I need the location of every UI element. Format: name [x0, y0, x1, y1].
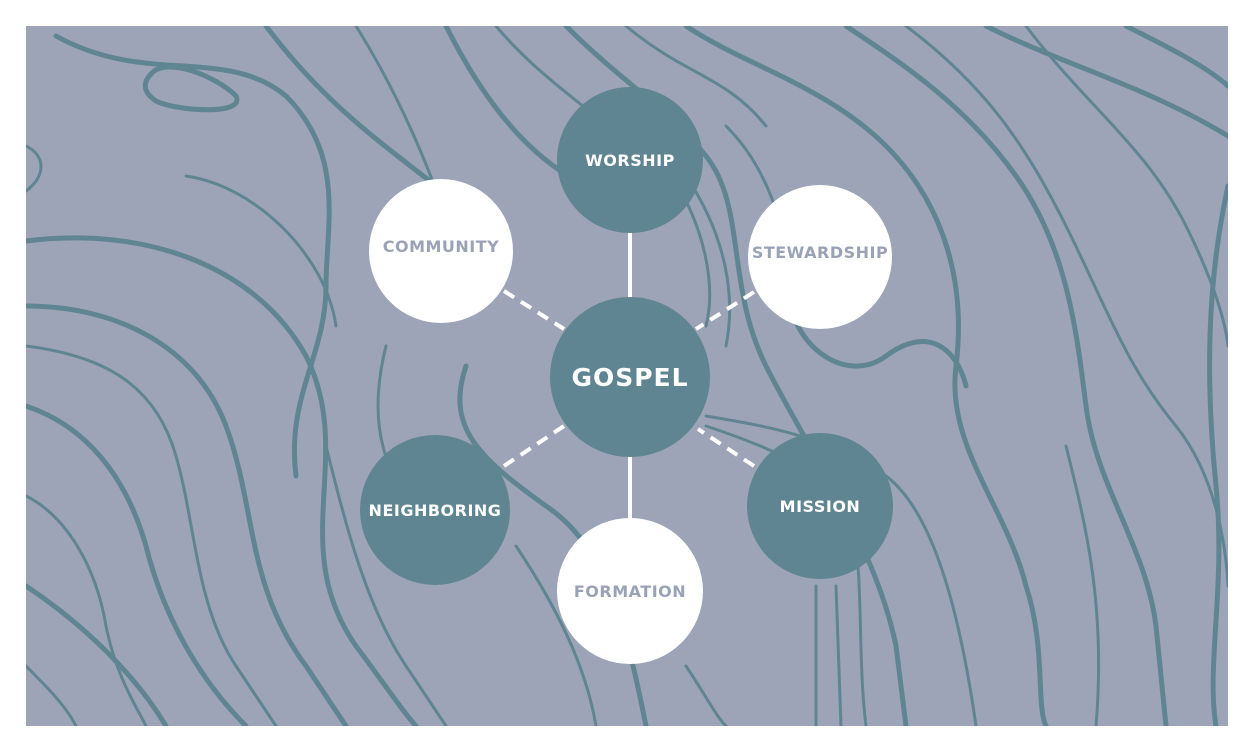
stewardship-node: STEWARDSHIP: [748, 185, 892, 329]
connector-neighboring: [502, 424, 566, 468]
formation-node: FORMATION: [557, 518, 703, 664]
community-node: COMMUNITY: [369, 179, 513, 323]
worship-label: WORSHIP: [585, 150, 675, 170]
connector-mission: [696, 427, 756, 468]
gospel-label: GOSPEL: [571, 362, 689, 392]
connector-community: [502, 289, 566, 331]
neighboring-node: NEIGHBORING: [360, 435, 510, 585]
diagram-canvas: GOSPEL WORSHIP COMMUNITY STEWARDSHIP NEI…: [26, 26, 1228, 726]
community-label: COMMUNITY: [382, 236, 500, 256]
connector-lines: [502, 226, 756, 526]
formation-label: FORMATION: [573, 581, 687, 601]
neighboring-label: NEIGHBORING: [368, 500, 502, 520]
worship-node: WORSHIP: [557, 87, 703, 233]
mission-label: MISSION: [779, 496, 861, 516]
stewardship-label: STEWARDSHIP: [751, 242, 889, 262]
connector-stewardship: [694, 290, 756, 331]
gospel-node: GOSPEL: [550, 297, 710, 457]
mission-node: MISSION: [747, 433, 893, 579]
